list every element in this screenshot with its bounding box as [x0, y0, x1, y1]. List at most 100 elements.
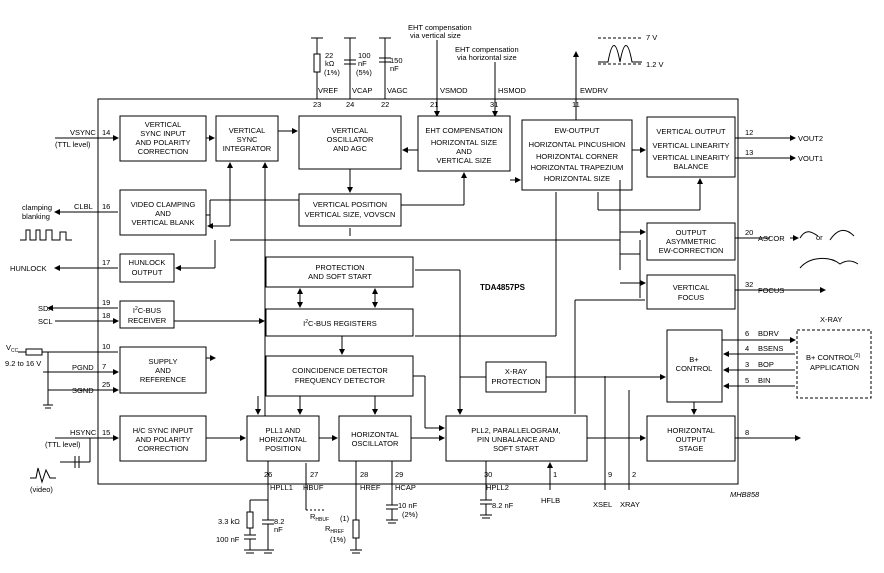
svg-text:11: 11: [572, 100, 580, 109]
svg-text:30: 30: [484, 470, 492, 479]
ascor-waveform-icon: [799, 231, 819, 239]
svg-text:29: 29: [395, 470, 403, 479]
svg-text:RHBUF: RHBUF: [310, 512, 329, 523]
svg-text:HORIZONTAL CORNER: HORIZONTAL CORNER: [536, 152, 619, 161]
svg-text:HUNLOCK: HUNLOCK: [10, 264, 47, 273]
svg-text:FOCUS: FOCUS: [758, 286, 784, 295]
block-vertical-position: VERTICAL POSITION VERTICAL SIZE, VOVSCN: [298, 193, 402, 227]
svg-text:23: 23: [313, 100, 321, 109]
svg-text:(1%): (1%): [330, 535, 346, 544]
block-vertical-focus: VERTICAL FOCUS: [646, 274, 736, 310]
svg-text:EWDRV: EWDRV: [580, 86, 608, 95]
svg-text:EHT compensation: EHT compensation: [408, 23, 472, 32]
svg-text:EHT compensation: EHT compensation: [455, 45, 519, 54]
chip-name: TDA4857PS: [480, 283, 526, 292]
svg-text:10: 10: [102, 342, 110, 351]
svg-text:HSMOD: HSMOD: [498, 86, 527, 95]
svg-text:VERTICAL LINEARITY: VERTICAL LINEARITY: [652, 141, 729, 150]
svg-text:AND SOFT START: AND SOFT START: [308, 272, 372, 281]
top-components: 22 kΩ (1%) 100 nF (5%) 150 nF VREF VCAP …: [311, 23, 664, 120]
svg-text:RHREF: RHREF: [325, 524, 344, 535]
svg-text:SUPPLY: SUPPLY: [148, 357, 177, 366]
svg-text:OUTPUT: OUTPUT: [132, 268, 163, 277]
svg-text:VREF: VREF: [318, 86, 338, 95]
svg-text:OUTPUT: OUTPUT: [676, 435, 707, 444]
block-horizontal-oscillator: HORIZONTAL OSCILLATOR: [338, 415, 412, 462]
svg-text:100: 100: [358, 51, 371, 60]
svg-text:POSITION: POSITION: [265, 444, 301, 453]
right-signals: 12 VOUT2 13 VOUT1 20 ASCOR or 32 FOCUS 6…: [722, 128, 872, 441]
svg-text:VERTICAL POSITION: VERTICAL POSITION: [313, 200, 387, 209]
block-vertical-oscillator: VERTICAL OSCILLATOR AND AGC: [298, 115, 402, 170]
svg-text:REFERENCE: REFERENCE: [140, 375, 186, 384]
svg-text:H/C SYNC INPUT: H/C SYNC INPUT: [133, 426, 194, 435]
svg-text:VIDEO CLAMPING: VIDEO CLAMPING: [131, 200, 196, 209]
svg-text:BOP: BOP: [758, 360, 774, 369]
svg-text:BIN: BIN: [758, 376, 771, 385]
svg-text:B+: B+: [689, 355, 699, 364]
ew-waveform-icon: [598, 45, 642, 63]
block-horizontal-output: HORIZONTAL OUTPUT STAGE: [646, 415, 736, 462]
svg-text:X-RAY: X-RAY: [820, 315, 842, 324]
svg-text:I2C-BUS REGISTERS: I2C-BUS REGISTERS: [303, 319, 377, 328]
svg-text:BDRV: BDRV: [758, 329, 779, 338]
svg-text:SDA: SDA: [38, 304, 53, 313]
svg-text:OUTPUT: OUTPUT: [676, 228, 707, 237]
svg-text:PLL2, PARALLELOGRAM,: PLL2, PARALLELOGRAM,: [471, 426, 560, 435]
svg-text:14: 14: [102, 128, 110, 137]
internal-connections: [174, 128, 703, 441]
svg-text:HUNLOCK: HUNLOCK: [129, 258, 166, 267]
svg-text:COINCIDENCE DETECTOR: COINCIDENCE DETECTOR: [292, 366, 388, 375]
svg-text:or: or: [816, 233, 823, 242]
block-xray-protection: X-RAY PROTECTION: [485, 361, 547, 393]
svg-text:SOFT START: SOFT START: [493, 444, 539, 453]
svg-text:HORIZONTAL SIZE: HORIZONTAL SIZE: [544, 174, 610, 183]
svg-text:VERTICAL: VERTICAL: [229, 126, 266, 135]
svg-text:19: 19: [102, 298, 110, 307]
block-bplus-control: B+ CONTROL: [666, 329, 723, 403]
video-signal-icon: [30, 467, 56, 484]
svg-text:17: 17: [102, 258, 110, 267]
svg-text:4: 4: [745, 344, 749, 353]
svg-text:24: 24: [346, 100, 354, 109]
svg-text:X-RAY: X-RAY: [505, 367, 527, 376]
svg-text:AND: AND: [456, 147, 472, 156]
svg-text:XSEL: XSEL: [593, 500, 612, 509]
svg-text:PIN UNBALANCE AND: PIN UNBALANCE AND: [477, 435, 556, 444]
svg-text:STAGE: STAGE: [679, 444, 704, 453]
svg-text:AND AGC: AND AGC: [333, 144, 367, 153]
svg-text:via vertical size: via vertical size: [410, 31, 461, 40]
svg-text:HBUF: HBUF: [303, 483, 324, 492]
svg-text:1.2 V: 1.2 V: [646, 60, 664, 69]
svg-text:RECEIVER: RECEIVER: [128, 316, 167, 325]
svg-text:HREF: HREF: [360, 483, 381, 492]
svg-text:HORIZONTAL SIZE: HORIZONTAL SIZE: [431, 138, 497, 147]
block-video-clamping: VIDEO CLAMPING AND VERTICAL BLANK: [119, 189, 207, 236]
svg-text:HORIZONTAL: HORIZONTAL: [259, 435, 307, 444]
left-signals: VSYNC (TTL level) 14 CLBL 16 clamping bl…: [5, 128, 119, 494]
svg-text:EHT COMPENSATION: EHT COMPENSATION: [425, 126, 502, 135]
svg-text:1: 1: [553, 470, 557, 479]
svg-text:FREQUENCY DETECTOR: FREQUENCY DETECTOR: [295, 376, 386, 385]
svg-text:(2%): (2%): [402, 510, 418, 519]
svg-text:via horizontal size: via horizontal size: [457, 53, 517, 62]
block-supply-reference: SUPPLY AND REFERENCE: [119, 346, 207, 394]
svg-text:(5%): (5%): [356, 68, 372, 77]
svg-text:10 nF: 10 nF: [398, 501, 418, 510]
svg-text:27: 27: [310, 470, 318, 479]
block-vsync-integrator: VERTICAL SYNC INTEGRATOR: [215, 115, 279, 162]
svg-text:nF: nF: [274, 525, 283, 534]
block-hunlock-output: HUNLOCK OUTPUT: [119, 253, 175, 283]
svg-text:HPLL2: HPLL2: [486, 483, 509, 492]
svg-text:HPLL1: HPLL1: [270, 483, 293, 492]
svg-text:VCC: VCC: [6, 343, 19, 354]
svg-text:HORIZONTAL: HORIZONTAL: [351, 430, 399, 439]
svg-text:APPLICATION: APPLICATION: [810, 363, 859, 372]
svg-text:BALANCE: BALANCE: [673, 162, 708, 171]
svg-text:INTEGRATOR: INTEGRATOR: [223, 144, 272, 153]
svg-text:22: 22: [381, 100, 389, 109]
svg-text:20: 20: [745, 228, 753, 237]
block-pll2: PLL2, PARALLELOGRAM, PIN UNBALANCE AND S…: [445, 415, 588, 462]
svg-text:OSCILLATOR: OSCILLATOR: [327, 135, 374, 144]
